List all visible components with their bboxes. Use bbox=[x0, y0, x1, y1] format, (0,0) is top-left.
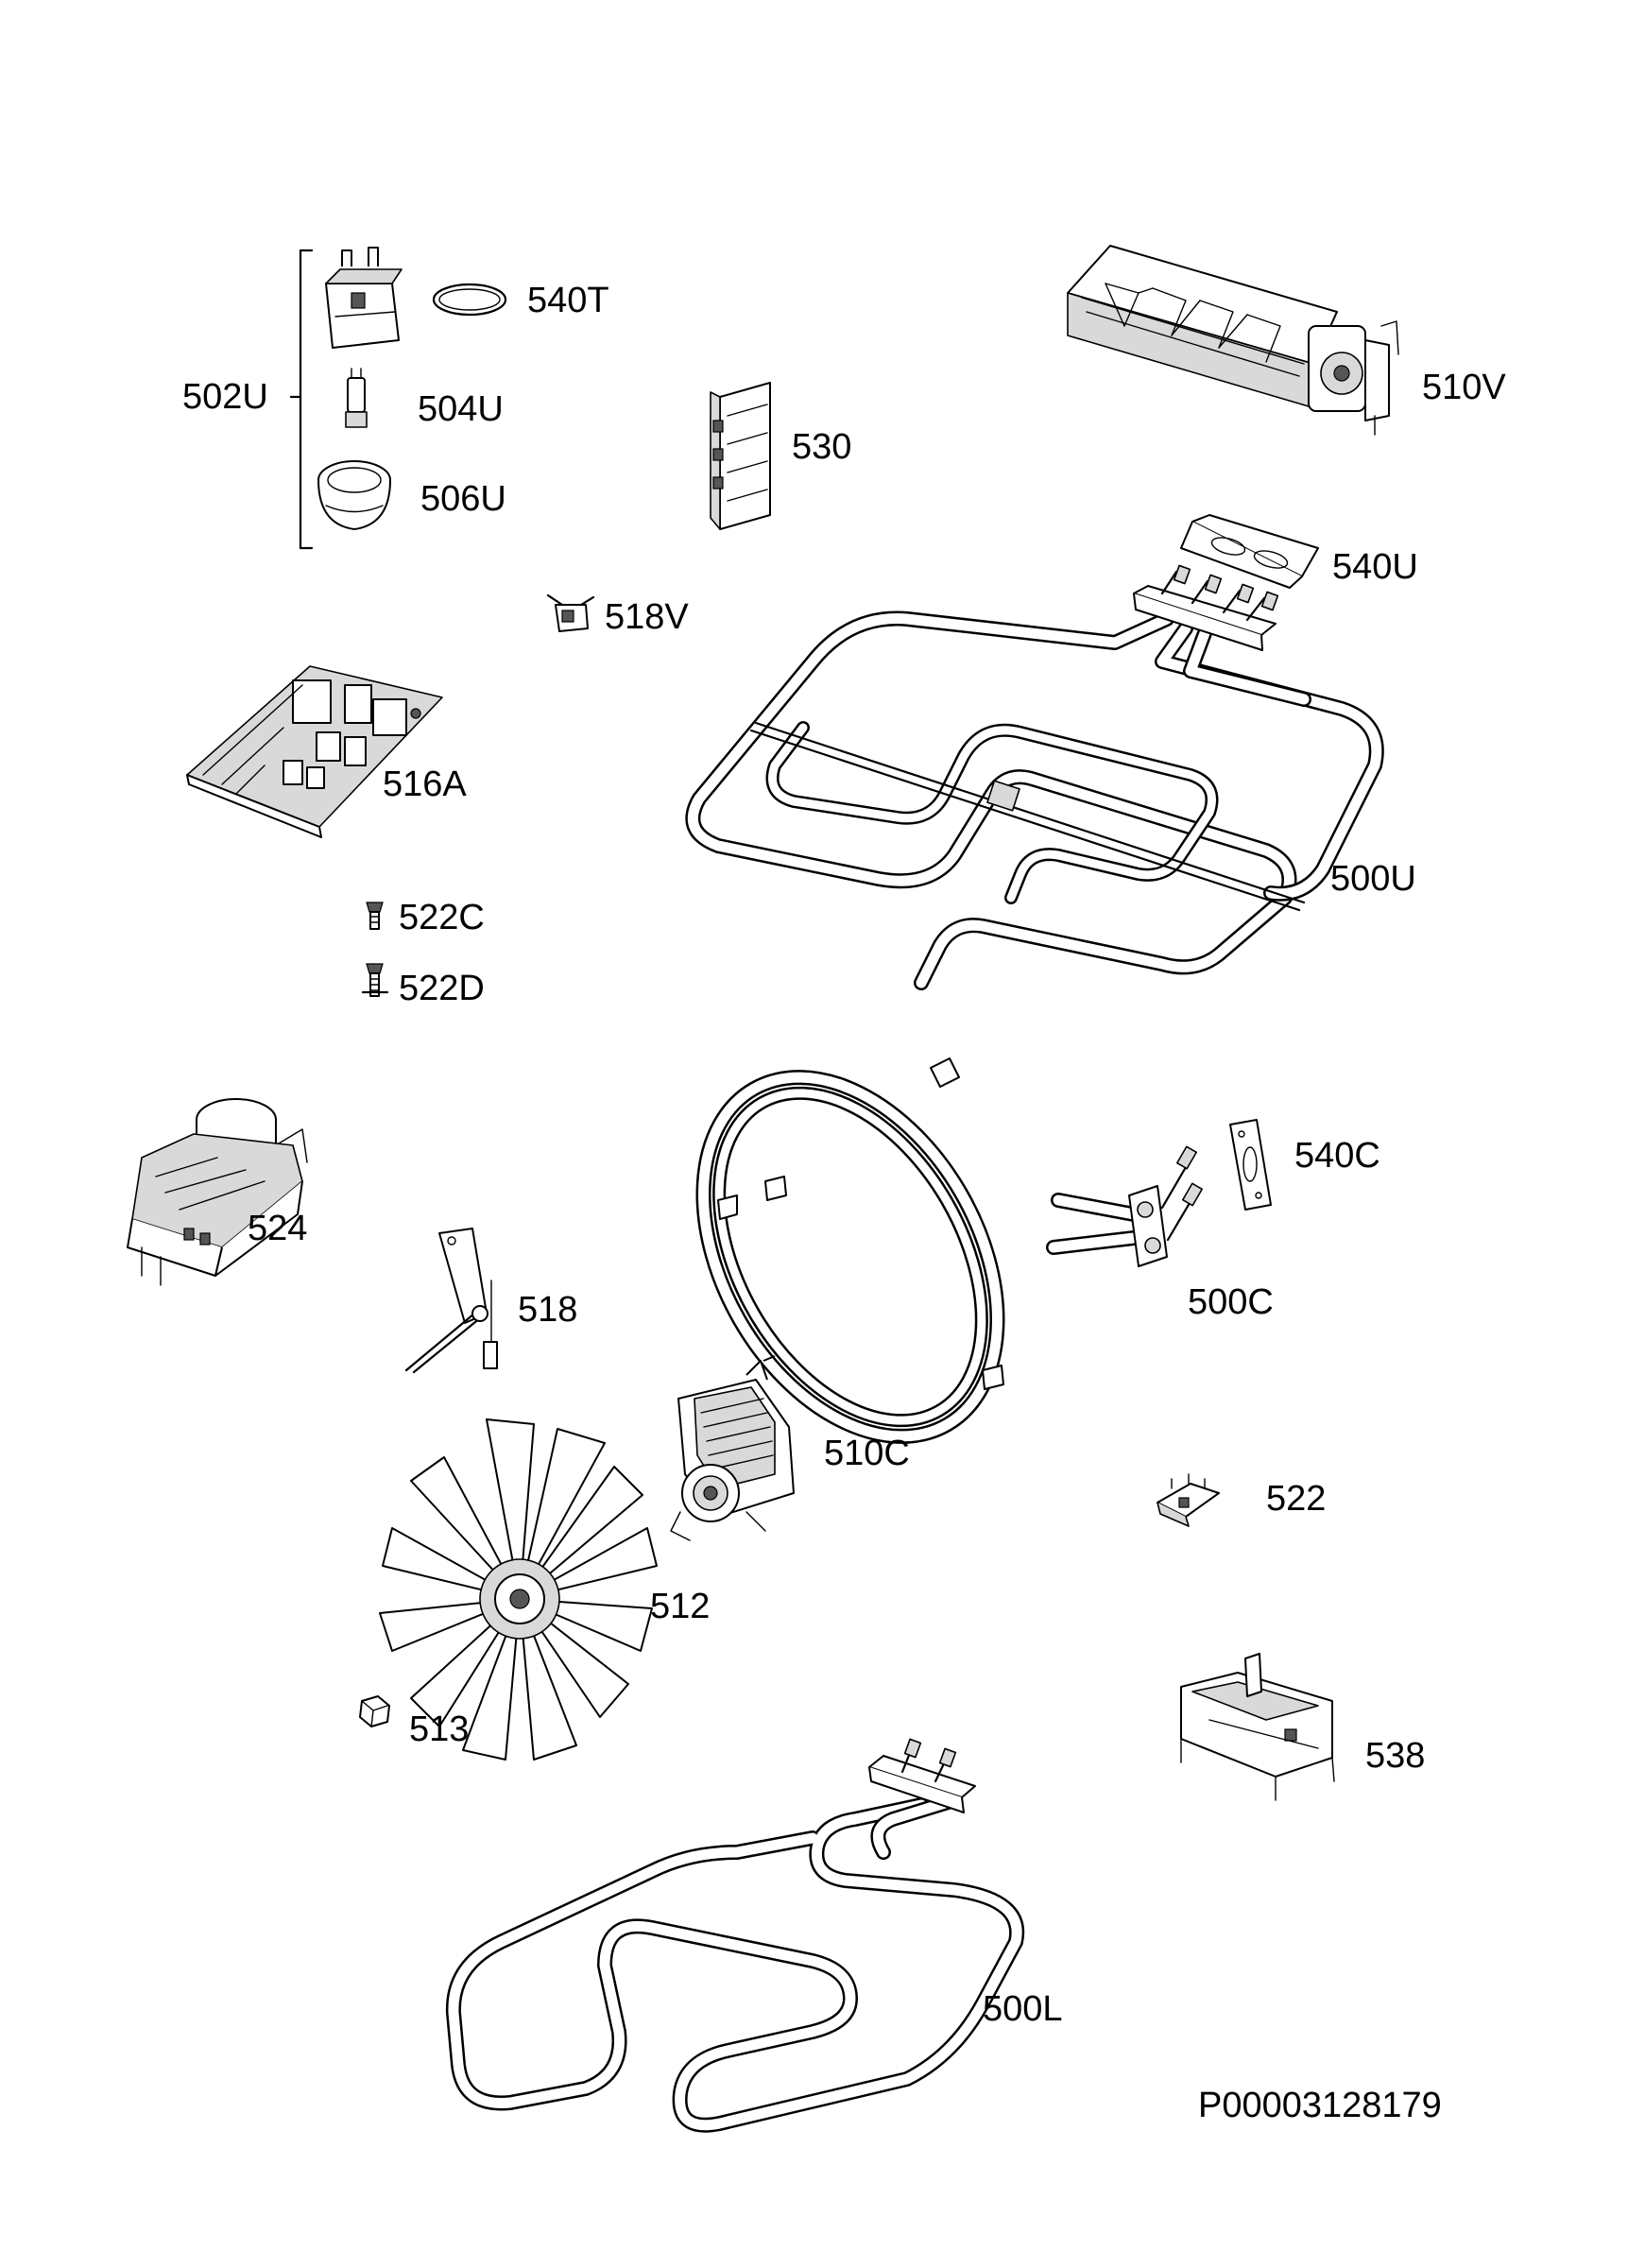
part-510C-fan-motor-drawing bbox=[670, 1355, 795, 1541]
part-500U-grill-element-drawing bbox=[685, 564, 1384, 990]
part-504U-bulb-drawing bbox=[345, 368, 368, 428]
label-513: 513 bbox=[409, 1710, 469, 1749]
part-540U-gasket-drawing bbox=[1180, 514, 1319, 589]
part-500L-bottom-element-drawing bbox=[445, 1738, 1025, 2133]
label-512: 512 bbox=[650, 1587, 710, 1626]
part-538-latch-drawing bbox=[1180, 1653, 1335, 1801]
part-518V-clip-drawing bbox=[546, 593, 595, 632]
label-516A: 516A bbox=[383, 765, 467, 804]
part-512-fan-blade-drawing bbox=[379, 1418, 658, 1761]
part-500C-ring-element-drawing bbox=[695, 1057, 1203, 1444]
part-524-timer-module-drawing bbox=[127, 1098, 308, 1286]
part-506U-glass-cover-drawing bbox=[317, 460, 391, 530]
part-510V-tangential-fan-drawing bbox=[1067, 245, 1399, 436]
label-510V: 510V bbox=[1422, 368, 1506, 407]
label-530: 530 bbox=[792, 427, 851, 467]
label-540T: 540T bbox=[527, 281, 609, 320]
label-506U: 506U bbox=[420, 479, 506, 519]
label-510C: 510C bbox=[824, 1434, 910, 1473]
label-500U: 500U bbox=[1330, 859, 1416, 899]
part-522-terminal-drawing bbox=[1157, 1473, 1220, 1527]
label-540C: 540C bbox=[1294, 1136, 1380, 1176]
label-538: 538 bbox=[1365, 1736, 1425, 1776]
label-518V: 518V bbox=[605, 597, 689, 637]
part-522D-screw-drawing bbox=[361, 963, 389, 997]
part-530-terminal-block-drawing bbox=[710, 382, 771, 530]
label-522: 522 bbox=[1266, 1479, 1326, 1519]
label-522C: 522C bbox=[399, 898, 485, 937]
part-540C-gasket-drawing bbox=[1229, 1119, 1272, 1211]
label-504U: 504U bbox=[418, 389, 504, 429]
part-502U-bracket bbox=[289, 249, 314, 550]
part-518-sensor-drawing bbox=[404, 1228, 498, 1374]
part-540T-ring-drawing bbox=[432, 283, 507, 317]
part-516A-pcb-drawing bbox=[186, 665, 443, 838]
label-524: 524 bbox=[248, 1209, 307, 1248]
document-id: P00003128179 bbox=[1198, 2086, 1442, 2125]
part-513-nut-drawing bbox=[359, 1695, 390, 1727]
part-522C-screw-drawing bbox=[366, 902, 384, 930]
label-500L: 500L bbox=[983, 1989, 1063, 2029]
label-502U: 502U bbox=[182, 377, 268, 417]
part-502U-lamp-socket-drawing bbox=[325, 247, 403, 349]
label-518: 518 bbox=[518, 1290, 577, 1330]
label-522D: 522D bbox=[399, 969, 485, 1008]
label-500C: 500C bbox=[1188, 1282, 1274, 1322]
label-540U: 540U bbox=[1332, 547, 1418, 587]
